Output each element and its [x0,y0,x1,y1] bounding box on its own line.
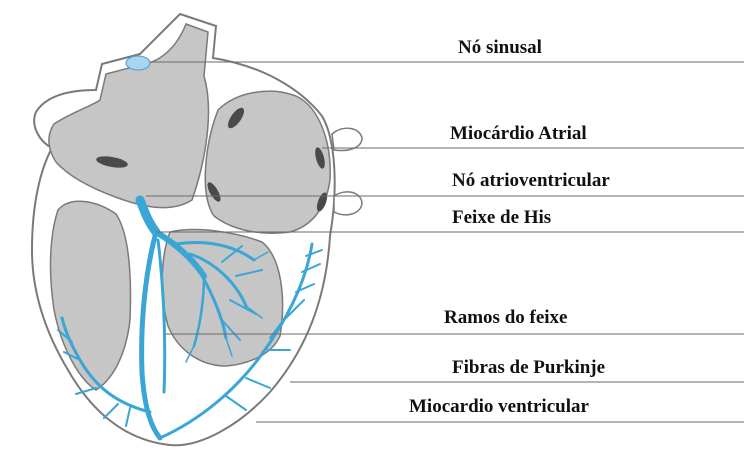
sinus-node [126,56,150,70]
pulmonary-vein-lower [334,192,362,215]
label-no-sinusal: Nó sinusal [458,38,542,57]
label-miocardio-atrial: Miocárdio Atrial [450,124,587,143]
label-miocardio-ventricular: Miocardio ventricular [409,397,589,416]
left-atrium [205,91,330,233]
label-ramos-do-feixe: Ramos do feixe [444,308,567,327]
label-no-atrioventricular: Nó atrioventricular [452,171,610,190]
pulmonary-vein-upper [332,128,362,150]
label-feixe-de-his: Feixe de His [452,208,551,227]
label-fibras-de-purkinje: Fibras de Purkinje [452,358,605,377]
